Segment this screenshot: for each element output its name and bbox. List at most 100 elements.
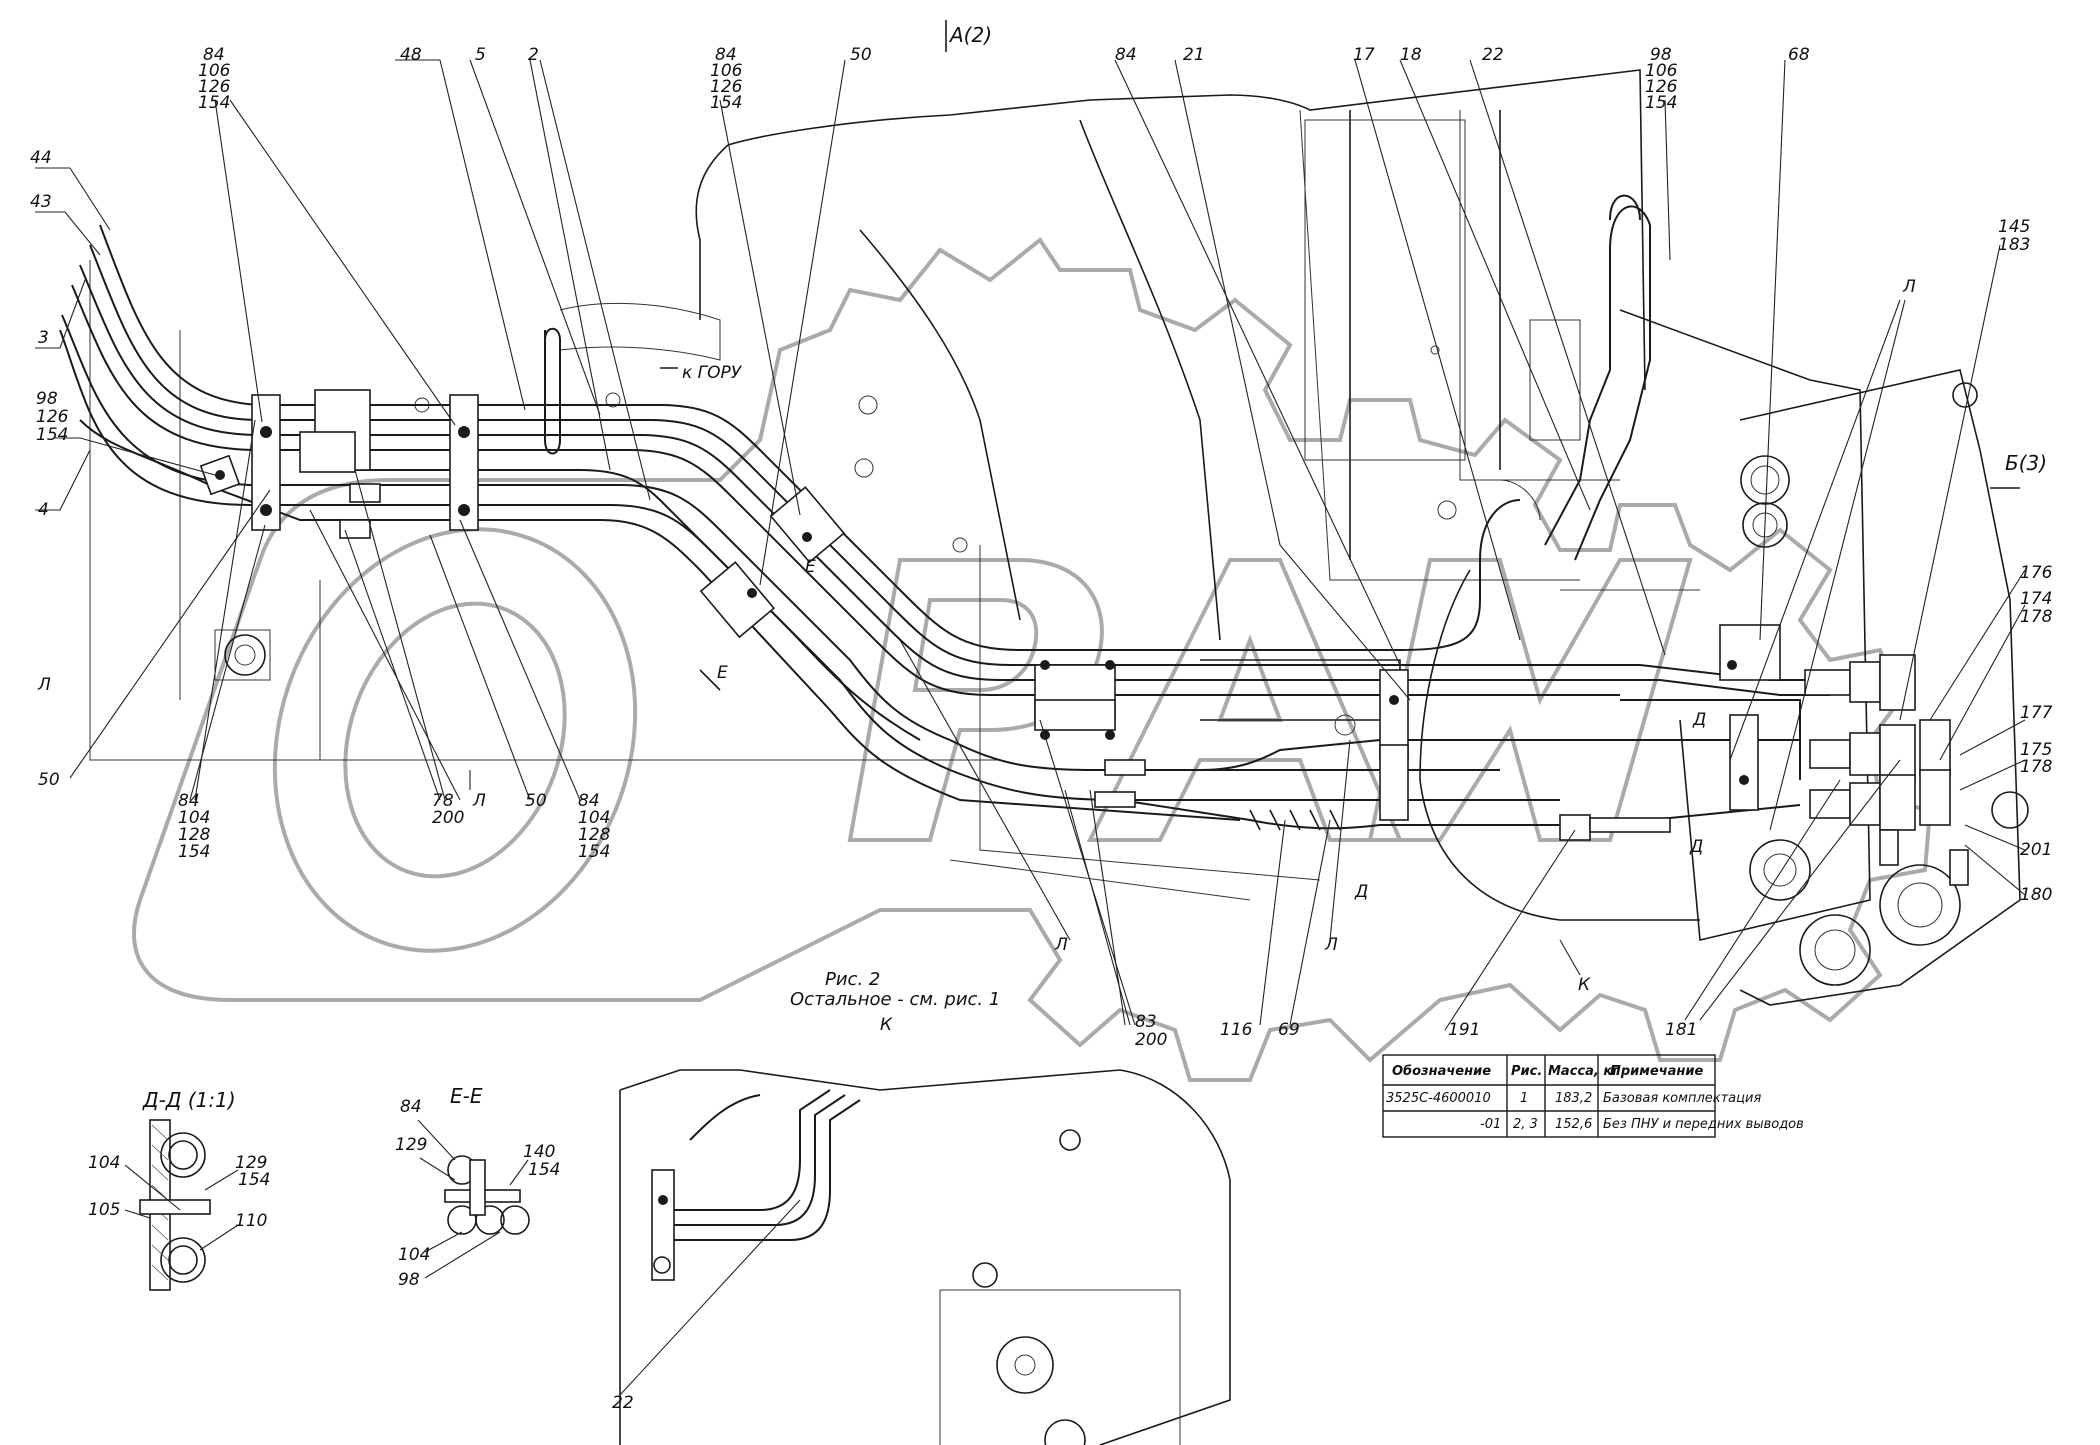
callout-ee-104: 104 [398,1245,430,1265]
callout-l-left: Л [37,675,51,695]
callout-84-bl: 84 [178,791,200,811]
callout-dd-104: 104 [88,1153,120,1173]
callout-ee-98: 98 [398,1270,420,1290]
callout-154-tc: 154 [710,93,742,113]
callout-83: 83 [1135,1012,1157,1032]
view-a-label: A(2) [948,23,992,47]
callout-126-left: 126 [36,407,69,427]
callout-k-right: К [1578,975,1591,995]
callout-ee-140: 140 [523,1142,555,1162]
part-callouts: 44 43 3 4 98 126 154 84 106 126 154 48 5… [30,45,2053,1413]
callout-22-bottom: 22 [612,1393,634,1413]
bottom-view-detail [619,1069,1231,1445]
callout-183: 183 [1998,235,2030,255]
callout-104-bm: 104 [578,808,610,828]
callout-154-bm: 154 [578,842,610,862]
callout-84-tc: 84 [715,45,737,65]
callout-84-top: 84 [1115,45,1137,65]
callout-154-bl: 154 [178,842,210,862]
callout-175: 175 [2020,740,2052,760]
callout-201: 201 [2020,840,2052,860]
callout-181: 181 [1665,1020,1697,1040]
view-labels: A(2) Б(3) к ГОРУ Д-Д (1:1) Е-Е Е Е Д Д Д… [142,23,2047,1112]
section-d-marker-3: Д [1354,882,1368,902]
callout-178b: 178 [2020,757,2053,777]
leader-lines [35,59,2026,1031]
table-header-note: Примечание [1610,1064,1704,1079]
callout-68: 68 [1788,45,1810,65]
pipe-clamps [199,345,1781,821]
section-d-marker-2: Д [1689,837,1703,857]
callout-22-top: 22 [1482,45,1504,65]
table-cell-designation: -01 [1480,1117,1501,1132]
callout-128-bm: 128 [578,825,611,845]
callout-98-left: 98 [36,389,58,409]
callout-126-tr: 126 [1645,77,1678,97]
table-header-mass: Масса, кг [1548,1064,1620,1079]
callout-78: 78 [432,791,454,811]
callout-104-bl: 104 [178,808,210,828]
callout-3: 3 [38,328,49,348]
callout-50-left: 50 [38,770,60,790]
callout-200-mid: 200 [1135,1030,1167,1050]
callout-17: 17 [1353,45,1375,65]
callout-50-top: 50 [850,45,872,65]
callout-ee-129: 129 [395,1135,427,1155]
callout-dd-129: 129 [235,1153,267,1173]
callout-44: 44 [30,148,52,168]
table-cell-note: Базовая комплектация [1603,1091,1761,1106]
callout-dd-154: 154 [238,1170,270,1190]
callout-106-tl: 106 [198,61,231,81]
table-cell-designation: 3525С-4600010 [1386,1091,1491,1106]
callout-4: 4 [38,500,49,520]
callout-2: 2 [528,45,539,65]
table-cell-mass: 152,6 [1555,1117,1592,1132]
callout-l-mid: Л [1324,935,1338,955]
callout-106-tr: 106 [1645,61,1678,81]
callout-126-tc: 126 [710,77,743,97]
callout-l-mid2: Л [1054,935,1068,955]
section-dd-detail [124,1119,239,1291]
callout-48: 48 [400,45,422,65]
machine-body-outline [89,69,2029,1006]
section-d-marker-1: Д [1692,710,1706,730]
callout-69: 69 [1278,1020,1300,1040]
callout-154-tl: 154 [198,93,230,113]
callout-200-left: 200 [432,808,464,828]
section-ee-detail [417,1119,530,1279]
callout-l-left2: Л [472,791,486,811]
section-dd-title: Д-Д (1:1) [142,1088,236,1112]
table-cell-figure: 1 [1520,1091,1528,1106]
view-b-label: Б(3) [2005,451,2047,475]
section-e-marker-1: Е [805,557,816,577]
spec-table: Обозначение Рис. Масса, кг Примечание 35… [1382,1054,1804,1138]
callout-145: 145 [1998,217,2030,237]
callout-dd-110: 110 [235,1211,267,1231]
callout-128-bl: 128 [178,825,211,845]
figure-note: Остальное - см. рис. 1 [790,989,1000,1010]
callout-43: 43 [30,192,52,212]
table-cell-note: Без ПНУ и передних выводов [1603,1117,1804,1132]
pipe-bundle [59,194,1830,830]
callout-5: 5 [475,45,486,65]
callout-50-mid: 50 [525,791,547,811]
up-direction-label: к ГОРУ [682,363,743,383]
callout-98-tr: 98 [1650,45,1672,65]
figure-caption: Рис. 2 Остальное - см. рис. 1 [790,969,1000,1010]
callout-84-tl: 84 [203,45,225,65]
callout-84-bm: 84 [578,791,600,811]
section-e-marker-2: Е [717,663,728,683]
quick-couplings [339,483,1969,886]
table-cell-mass: 183,2 [1555,1091,1592,1106]
callout-dd-105: 105 [88,1200,120,1220]
callout-18: 18 [1400,45,1422,65]
view-k-label: К [880,1015,893,1035]
callout-177: 177 [2020,703,2053,723]
callout-174: 174 [2020,589,2052,609]
callout-178a: 178 [2020,607,2053,627]
table-cell-figure: 2, 3 [1513,1117,1538,1132]
callout-180: 180 [2020,885,2052,905]
figure-number: Рис. 2 [825,969,880,990]
callout-21: 21 [1183,45,1205,65]
